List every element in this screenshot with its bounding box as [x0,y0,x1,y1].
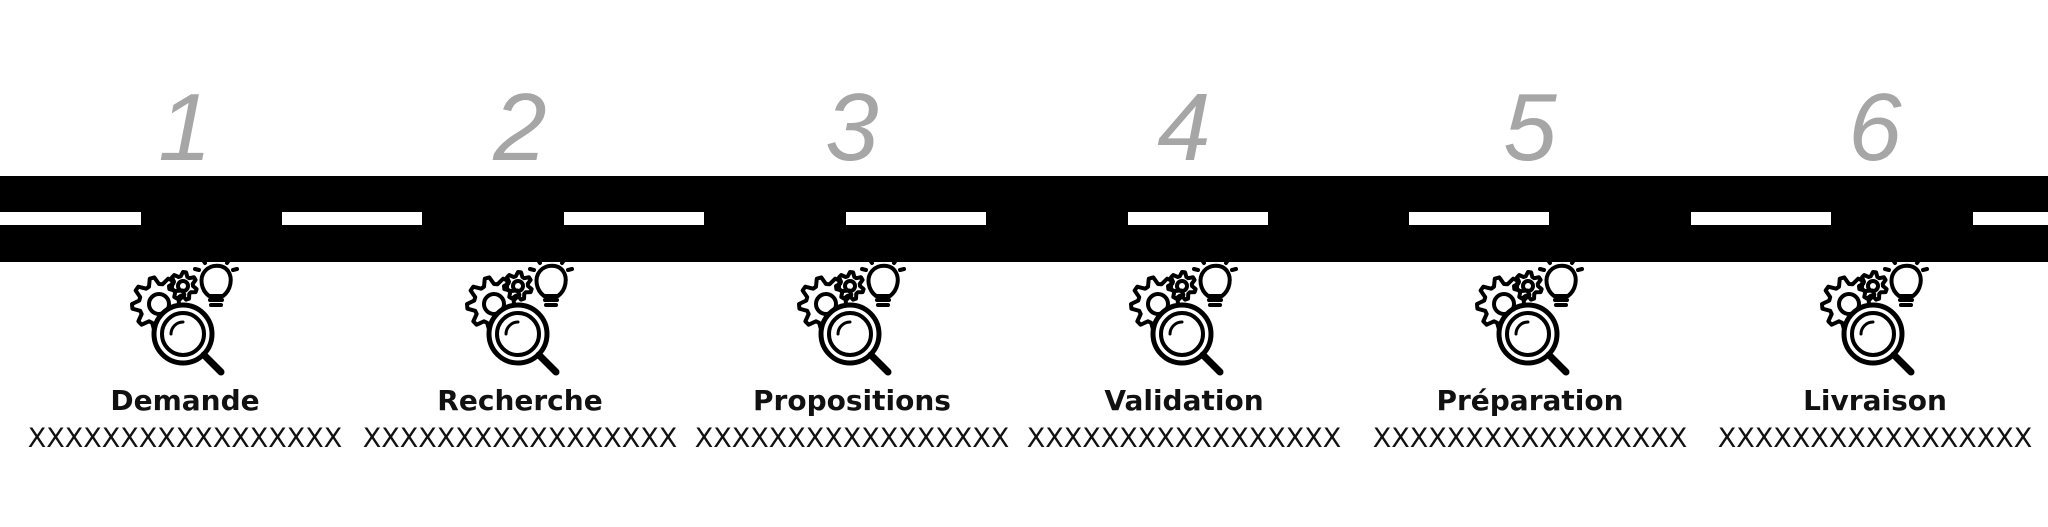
step-number: 2 [493,74,547,181]
lane-marking [1128,212,1268,225]
lane-marking [846,212,986,225]
gears-magnifier-lightbulb-icon [1124,256,1244,382]
step-number: 1 [158,74,212,181]
step-description: XXXXXXXXXXXXXXXXX [1717,423,2033,454]
step-description: XXXXXXXXXXXXXXXXX [362,423,678,454]
step-label: Préparation [1436,384,1624,417]
gears-magnifier-lightbulb-icon [460,256,580,382]
step-label: Demande [110,384,260,417]
step-label: Recherche [437,384,603,417]
lane-marking [564,212,704,225]
step-description: XXXXXXXXXXXXXXXXX [694,423,1010,454]
road [0,176,2048,262]
step-number: 4 [1157,74,1211,181]
gears-magnifier-lightbulb-icon [792,256,912,382]
step-number: 5 [1503,74,1557,181]
gears-magnifier-lightbulb-icon [1470,256,1590,382]
step-description: XXXXXXXXXXXXXXXXX [27,423,343,454]
gears-magnifier-lightbulb-icon [125,256,245,382]
lane-marking [1973,212,2048,225]
lane-marking [0,212,141,225]
lane-marking [282,212,422,225]
gears-magnifier-lightbulb-icon [1815,256,1935,382]
lane-marking [1409,212,1549,225]
step-number: 3 [825,74,879,181]
step-description: XXXXXXXXXXXXXXXXX [1026,423,1342,454]
step-number: 6 [1848,74,1902,181]
lane-marking [1691,212,1831,225]
step-label: Validation [1104,384,1264,417]
step-label: Propositions [753,384,951,417]
step-description: XXXXXXXXXXXXXXXXX [1372,423,1688,454]
step-label: Livraison [1803,384,1947,417]
